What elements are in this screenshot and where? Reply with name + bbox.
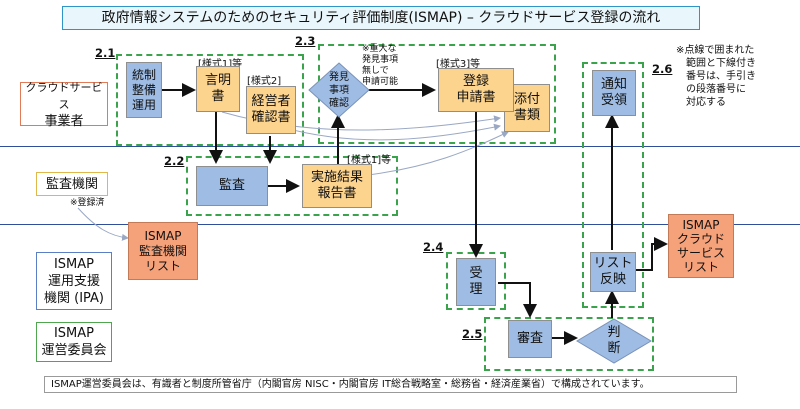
node-text: ISMAP (144, 228, 182, 243)
actor-cloud-service-provider: クラウドサービス 事業者 (20, 80, 108, 129)
actor-label-line: ISMAP (53, 326, 95, 341)
note-line: 無しで (362, 66, 389, 76)
step-label-2-5: 2.5 (462, 327, 483, 341)
page-title: 政府情報システムのためのセキュリティ評価制度(ISMAP) – クラウドサービス… (62, 6, 700, 30)
actor-label-line: ISMAP (53, 256, 95, 272)
node-text: 実施結果 (310, 170, 363, 185)
registered-note: ※登録済 (70, 198, 105, 208)
actor-label-line: 運営委員会 (41, 343, 107, 358)
note-line: ※重大な (362, 44, 397, 54)
node-text: 書類 (513, 108, 540, 123)
node-text: 断 (607, 341, 621, 356)
actor-label-line: 機関 (IPA) (43, 290, 104, 306)
node-text: 理 (469, 282, 483, 297)
node-text: クラウド (676, 232, 725, 246)
note-line: 番号は、手引き (686, 71, 756, 82)
form-label-style3: [様式3]等 (436, 59, 481, 70)
node-text: リスト (682, 260, 719, 274)
node-statement-document: 言明 書 (196, 66, 240, 112)
node-text: 統制 (131, 67, 156, 82)
node-judge-label: 判 断 (596, 321, 632, 361)
node-text: 経営者 (251, 94, 291, 109)
node-text: 言明 (204, 73, 231, 88)
node-text: 事項 (329, 84, 349, 96)
actor-ismap-committee: ISMAP 運営委員会 (36, 322, 112, 362)
footer-note: ISMAP運営委員会は、有識者と制度所管省庁（内閣官房 NISC・内閣官房 IT… (44, 376, 737, 393)
node-judge-diamond (576, 318, 652, 364)
step-group-2-2 (186, 156, 398, 216)
actor-label-line: クラウドサービス (25, 80, 103, 111)
note-line: 発見事項 (362, 55, 399, 65)
actor-label-line: 運用支援 (47, 273, 100, 289)
actor-label-line: 監査機関 (45, 176, 98, 192)
node-list-publish: リスト 反映 (590, 252, 636, 292)
node-auditor-list: ISMAP 監査機関 リスト (128, 222, 198, 280)
note-line: 申請可能 (362, 77, 399, 87)
node-notify-receipt: 通知 受領 (592, 70, 636, 116)
form-label-style2: [様式2] (247, 76, 282, 87)
node-text: 審査 (516, 331, 543, 346)
node-implementation-report: 実施結果 報告書 (302, 164, 372, 208)
step-label-2-6: 2.6 (652, 62, 673, 76)
step-label-2-4: 2.4 (423, 240, 444, 254)
node-text: 報告書 (317, 186, 357, 201)
note-line: ※点線で囲まれた (676, 45, 755, 56)
node-audit: 監査 (196, 166, 268, 206)
node-review: 審査 (508, 320, 552, 358)
node-receive: 受 理 (456, 258, 496, 306)
node-text: 発見 (329, 71, 349, 83)
node-text: 確認 (329, 97, 349, 109)
node-text: 確認書 (251, 110, 291, 125)
node-text: 受領 (600, 93, 627, 108)
step-label-2-1: 2.1 (95, 46, 116, 60)
node-text: 整備 (131, 82, 156, 97)
node-text: 判 (607, 325, 621, 340)
step-label-2-3: 2.3 (295, 34, 316, 48)
form-label-style1-a: [様式1]等 (198, 59, 243, 70)
note-line: の段落番号に (686, 84, 746, 95)
node-text: 監査機関 (138, 243, 187, 258)
node-registration-application: 登録 申請書 (438, 68, 514, 112)
node-text: リスト (593, 256, 633, 271)
findings-note: ※重大な 発見事項 無しで 申請可能 (362, 44, 432, 88)
node-findings-label: 発見 事項 確認 (316, 68, 362, 112)
legend-note: ※点線で囲まれた 範囲と下線付き 番号は、手引き の段落番号に 対応する (676, 44, 786, 109)
node-text: 通知 (600, 77, 627, 92)
node-findings-diamond (308, 62, 370, 118)
node-text: 監査 (218, 178, 245, 193)
step-group-2-1 (116, 54, 304, 146)
node-text: 添付 (513, 92, 540, 107)
actor-auditor: 監査機関 (36, 172, 108, 196)
node-text: 受 (469, 266, 483, 281)
node-text: リスト (144, 258, 181, 273)
node-cloud-service-list: ISMAP クラウド サービス リスト (668, 214, 734, 278)
actor-label-line: 事業者 (44, 113, 84, 129)
note-line: 範囲と下線付き (686, 58, 756, 69)
node-text: 運用 (131, 97, 156, 112)
node-management-confirmation: 経営者 確認書 (246, 86, 296, 134)
node-text: サービス (676, 246, 725, 260)
node-text: 反映 (599, 272, 626, 287)
node-text: 登録 (462, 74, 489, 89)
node-text: ISMAP (682, 218, 720, 232)
step-group-2-5 (484, 317, 654, 371)
lane-divider-2 (0, 224, 800, 225)
node-control-implementation: 統制 整備 運用 (126, 62, 162, 118)
node-text: 申請書 (456, 90, 496, 105)
node-text: 書 (211, 89, 225, 104)
lane-divider-1 (0, 146, 800, 147)
node-attachments: 添付 書類 (504, 84, 550, 132)
note-line: 対応する (686, 97, 726, 108)
form-label-style1-b: [様式1]等 (347, 155, 392, 166)
actor-ipa: ISMAP 運用支援 機関 (IPA) (36, 252, 112, 310)
step-label-2-2: 2.2 (164, 154, 185, 168)
